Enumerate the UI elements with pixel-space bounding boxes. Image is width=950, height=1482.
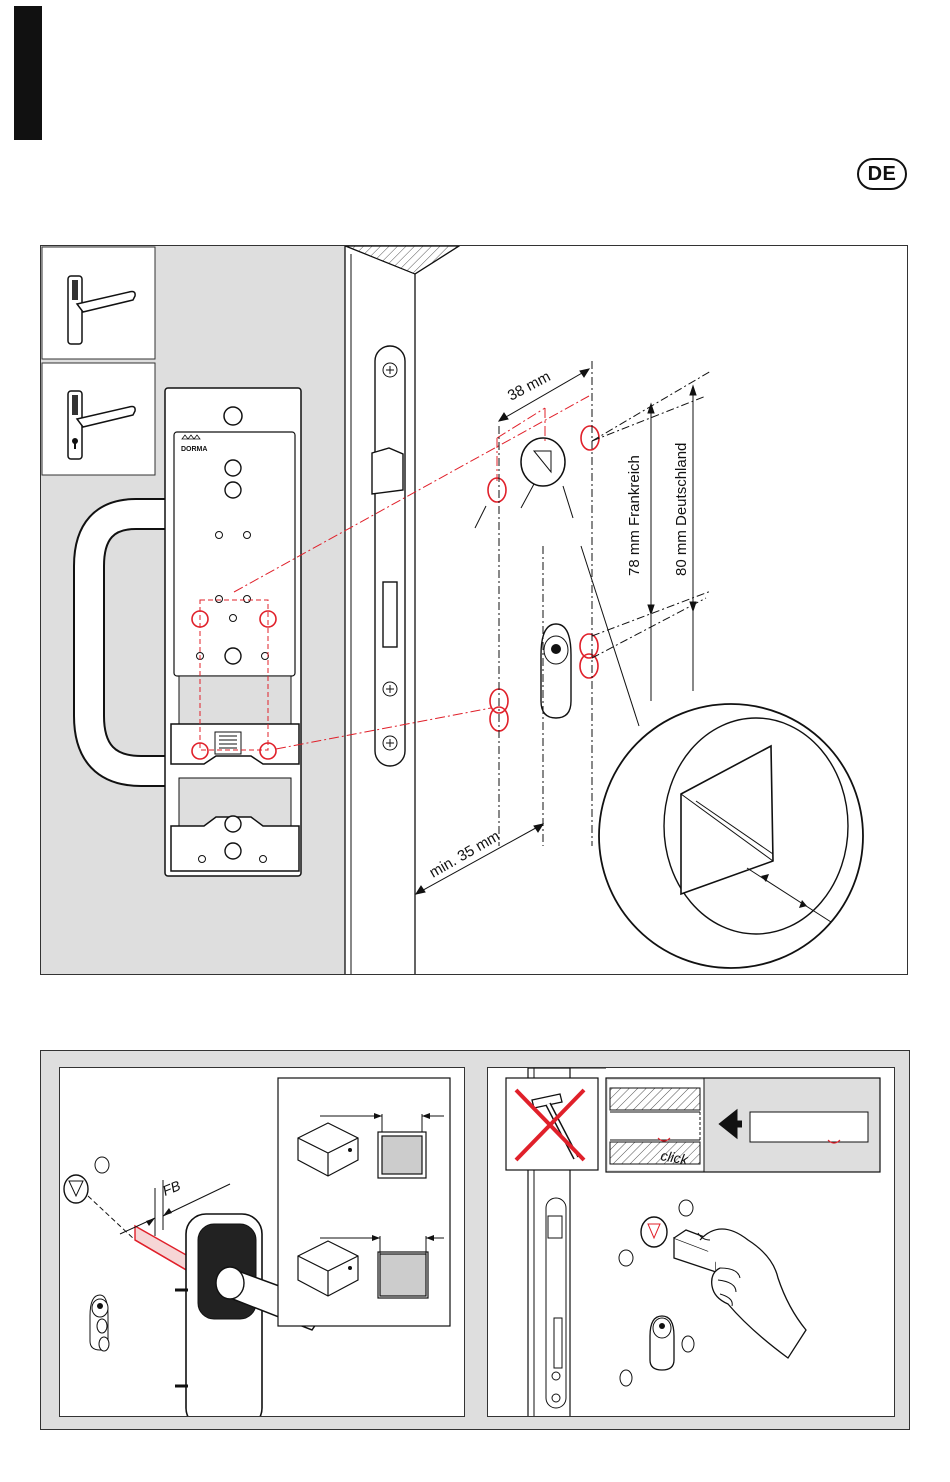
no-hammer-warning-icon bbox=[506, 1078, 598, 1170]
figure-spindle-assembly: FB bbox=[40, 1050, 910, 1430]
subfigure-spindle-insertion: click bbox=[487, 1067, 895, 1417]
dim-france-label: 78 mm Frankreich bbox=[626, 455, 643, 576]
cylinder-lock-hole bbox=[620, 1316, 694, 1386]
drilling-template: DORMA bbox=[165, 388, 301, 876]
dim-min-label: min. 35 mm bbox=[427, 828, 503, 882]
click-section-diagram: click bbox=[606, 1078, 880, 1172]
dim-width-label: 38 mm bbox=[505, 368, 553, 405]
handle-rosette-icon bbox=[42, 247, 155, 359]
zoom-detail bbox=[599, 704, 863, 968]
chapter-tab bbox=[14, 6, 42, 140]
language-badge: DE bbox=[857, 158, 907, 190]
spindle-length-illustration: FB bbox=[60, 1068, 465, 1417]
subfigure-spindle-length: FB bbox=[59, 1067, 465, 1417]
hand-inserting-spindle bbox=[619, 1200, 806, 1358]
dim-germany-label: 80 mm Deutschland bbox=[673, 443, 690, 576]
drilling-template-illustration: DORMA bbox=[41, 246, 908, 975]
fb-label: FB bbox=[160, 1177, 183, 1199]
handle-keyhole-icon bbox=[42, 363, 155, 475]
brand-label: DORMA bbox=[181, 446, 207, 453]
spindle-insertion-illustration: click bbox=[488, 1068, 895, 1417]
figure-drilling-template: DORMA bbox=[40, 245, 908, 975]
